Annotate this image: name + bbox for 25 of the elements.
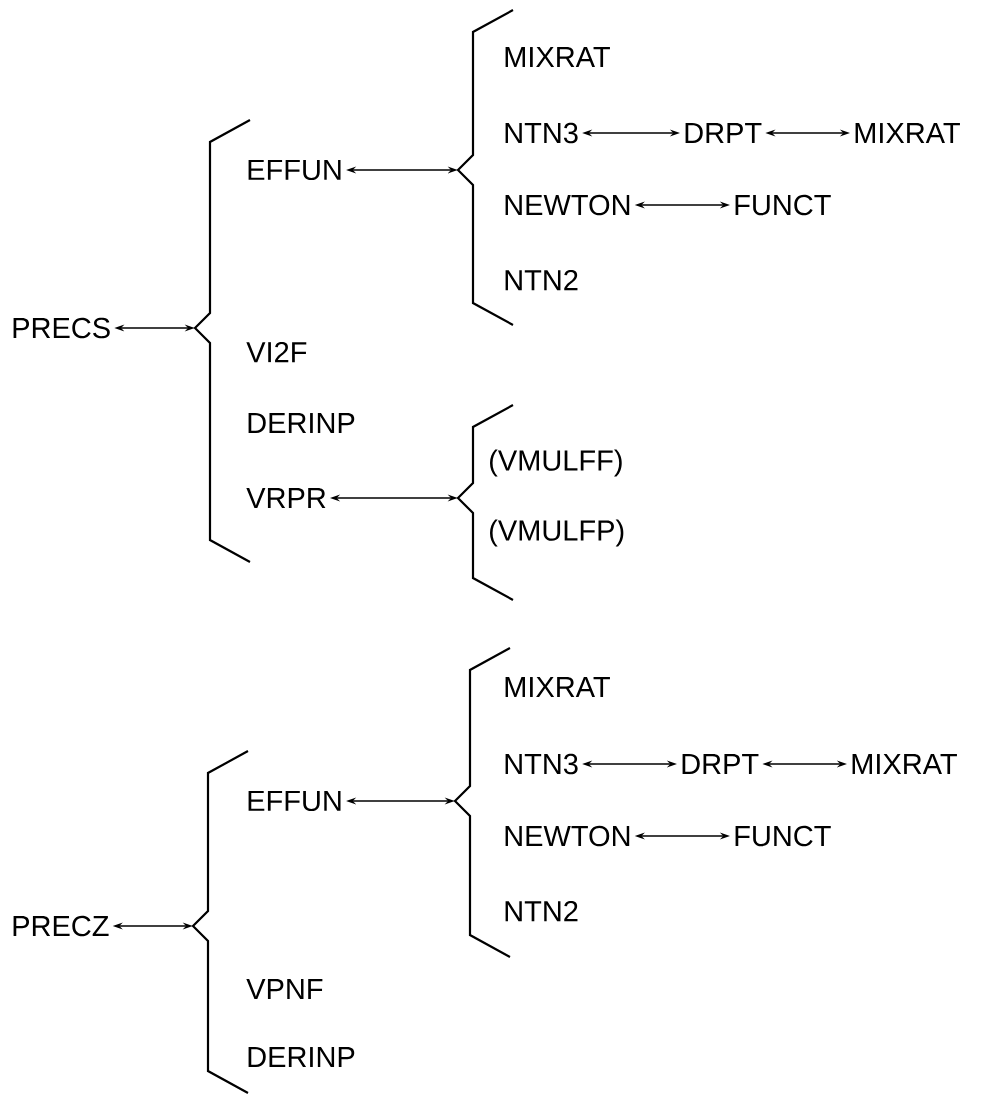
routine-name: VI2F — [246, 341, 307, 363]
routine-name: (VMULFF) — [490, 449, 622, 477]
routine-name: NTN2 — [505, 269, 578, 291]
routine-name: PRECZ — [13, 915, 109, 937]
routine-name: FUNCT — [735, 194, 831, 216]
routine-name: DRPT — [682, 754, 759, 774]
routine-name: MIXRAT — [852, 754, 957, 774]
routine-name: EFFUN — [248, 790, 341, 812]
routine-name: NTN3 — [505, 122, 578, 144]
routine-name: EFFUN — [248, 159, 341, 181]
routine-name: FUNCT — [735, 825, 831, 847]
routine-name: PRECS — [13, 317, 110, 339]
routine-name: NEWTON — [505, 194, 630, 216]
routine-name: MIXRAT — [855, 123, 960, 143]
routine-name: (VMULFP) — [490, 519, 624, 547]
routine-name: MIXRAT — [505, 677, 610, 697]
routine-name: DERINP — [248, 413, 355, 433]
routine-name: VRPR — [246, 488, 326, 508]
routine-name: NTN2 — [505, 900, 578, 922]
routine-name: VPNF — [246, 979, 323, 999]
routine-name: DRPT — [685, 123, 762, 143]
routine-name: NTN3 — [505, 753, 578, 775]
routine-name: DERINP — [248, 1047, 355, 1067]
routine-name: MIXRAT — [505, 47, 610, 67]
routine-name: NEWTON — [505, 825, 630, 847]
